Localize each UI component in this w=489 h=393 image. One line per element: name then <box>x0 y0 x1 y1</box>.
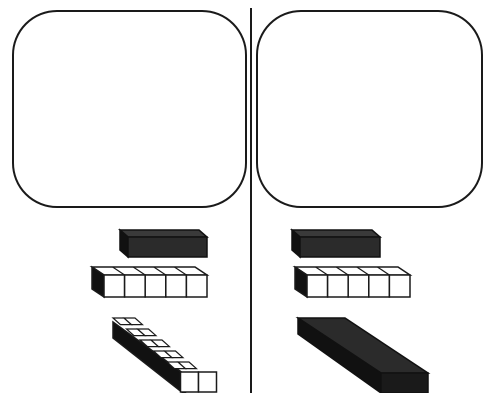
left-diag-end-cube <box>199 372 217 392</box>
right-flat-slab <box>292 230 380 257</box>
right-rod-unit-cube <box>369 275 390 297</box>
left-flat-slab <box>120 230 207 257</box>
right-panel-blocks <box>292 230 428 393</box>
left-rod-unit-cube <box>104 275 125 297</box>
right-rod-unit-cube <box>389 275 410 297</box>
right-rod-unit-cube <box>348 275 369 297</box>
right-cube-rod <box>295 267 410 297</box>
right-rod-unit-cube <box>328 275 349 297</box>
left-diag-end-cube <box>181 372 199 392</box>
left-rod-unit-cube <box>186 275 207 297</box>
left-rod-unit-cube <box>166 275 187 297</box>
left-rod-unit-cube <box>145 275 166 297</box>
right-rod-unit-cube <box>307 275 328 297</box>
left-answer-box[interactable] <box>13 11 246 207</box>
left-cube-rod <box>92 267 207 297</box>
left-panel-blocks <box>92 230 217 393</box>
right-diagonal-slab <box>298 318 428 393</box>
left-rod-top-face <box>92 267 207 275</box>
right-rod-top-face <box>295 267 410 275</box>
left-diagonal-cube-rod <box>113 318 217 393</box>
right-answer-box[interactable] <box>257 11 482 207</box>
left-rod-unit-cube <box>125 275 146 297</box>
